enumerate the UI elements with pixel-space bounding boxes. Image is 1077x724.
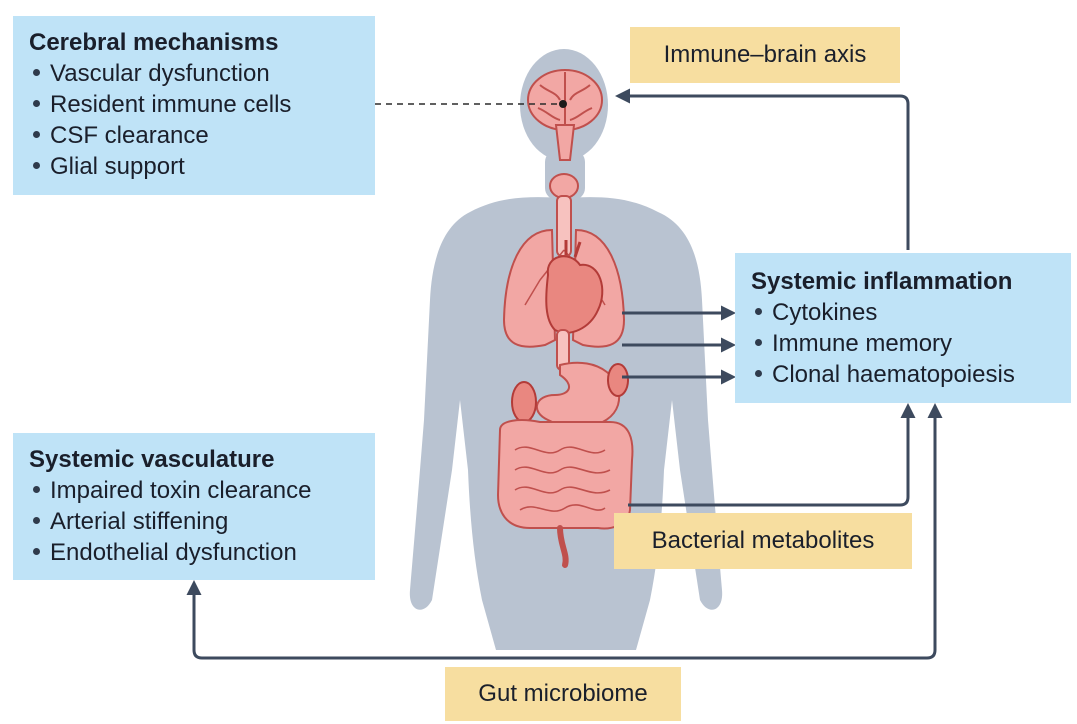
systemic-inflammation-list: Cytokines Immune memory Clonal haematopo…: [751, 297, 1055, 390]
bullet-icon: [755, 370, 762, 378]
list-item: Endothelial dysfunction: [29, 537, 359, 568]
systemic-inflammation-title: Systemic inflammation: [751, 268, 1013, 295]
cerebral-mechanisms-title: Cerebral mechanisms: [29, 29, 279, 56]
systemic-vasculature-title: Systemic vasculature: [29, 446, 275, 473]
systemic-vasculature-box: Systemic vasculature Impaired toxin clea…: [13, 433, 375, 580]
list-item: Vascular dysfunction: [29, 58, 359, 89]
bullet-icon: [33, 517, 40, 525]
arrow-bacterial-metabolites: [628, 403, 916, 507]
list-item: Glial support: [29, 151, 359, 182]
list-item: Resident immune cells: [29, 89, 359, 120]
bullet-icon: [33, 548, 40, 556]
thyroid-icon: [549, 173, 579, 257]
bullet-icon: [33, 69, 40, 77]
bullet-icon: [755, 308, 762, 316]
heart-icon: [545, 240, 604, 334]
arrow-gut-microbiome-loop: [186, 406, 937, 660]
list-item: Immune memory: [751, 328, 1055, 359]
systemic-vasculature-list: Impaired toxin clearance Arterial stiffe…: [29, 475, 359, 568]
immune-brain-axis-label: Immune–brain axis: [630, 27, 900, 83]
list-item: CSF clearance: [29, 120, 359, 151]
bullet-icon: [33, 131, 40, 139]
gut-microbiome-label: Gut microbiome: [445, 667, 681, 721]
cerebral-mechanisms-list: Vascular dysfunction Resident immune cel…: [29, 58, 359, 182]
list-item: Arterial stiffening: [29, 506, 359, 537]
bullet-icon: [33, 100, 40, 108]
bullet-icon: [33, 486, 40, 494]
bacterial-metabolites-label: Bacterial metabolites: [614, 513, 912, 569]
cerebral-mechanisms-box: Cerebral mechanisms Vascular dysfunction…: [13, 16, 375, 195]
organ-to-inflammation-arrows: [622, 305, 736, 385]
brain-icon: [527, 69, 603, 161]
stomach-icon: [511, 329, 629, 429]
systemic-inflammation-box: Systemic inflammation Cytokines Immune m…: [735, 253, 1071, 403]
arrow-immune-brain-axis: [615, 88, 910, 250]
list-item: Impaired toxin clearance: [29, 475, 359, 506]
bullet-icon: [33, 162, 40, 170]
bullet-icon: [755, 339, 762, 347]
list-item: Clonal haematopoiesis: [751, 359, 1055, 390]
intestines-icon: [496, 419, 634, 568]
list-item: Cytokines: [751, 297, 1055, 328]
